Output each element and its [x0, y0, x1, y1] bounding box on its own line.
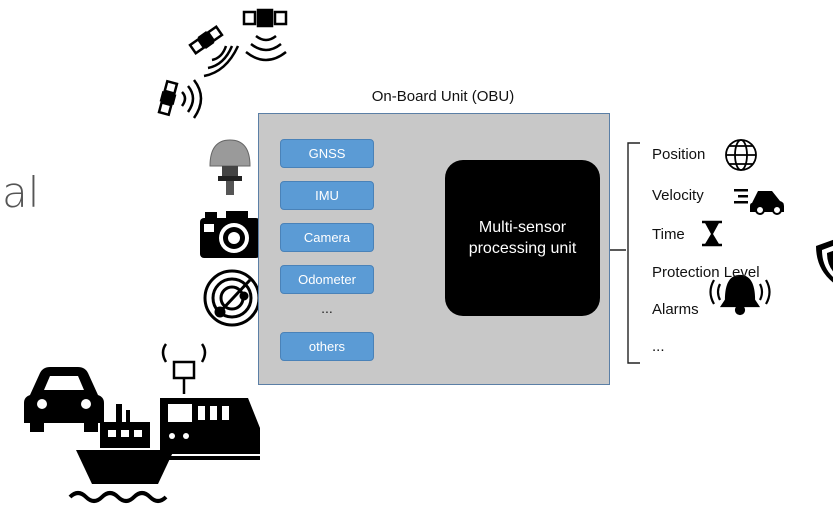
obu-title: On-Board Unit (OBU)	[371, 88, 515, 105]
speeding-car-icon	[734, 189, 784, 215]
output-bracket	[627, 142, 640, 364]
globe-icon	[725, 139, 757, 171]
sensor-imu: IMU	[280, 181, 374, 210]
train-icon	[154, 343, 260, 460]
output-velocity: Velocity	[652, 187, 704, 204]
satellite-icon	[242, 8, 288, 62]
processing-unit-line2: processing unit	[468, 240, 577, 257]
output-alarms: Alarms	[652, 301, 699, 318]
output-position: Position	[652, 146, 706, 163]
satellite-icon	[188, 24, 240, 78]
shield-icon	[816, 239, 833, 283]
car-icon	[24, 367, 104, 432]
gnss-antenna-icon	[209, 139, 251, 195]
sensor-ellipsis: ...	[321, 300, 333, 316]
hourglass-icon	[702, 220, 722, 247]
processing-unit-line1: Multi-sensor	[478, 219, 567, 236]
radar-icon	[203, 269, 261, 327]
output-time: Time	[652, 226, 685, 243]
output-ellipsis: ...	[652, 338, 665, 355]
alarm-bell-icon	[709, 274, 771, 316]
sensor-camera: Camera	[280, 223, 374, 252]
sensor-odometer: Odometer	[280, 265, 374, 294]
satellite-icon	[157, 79, 203, 119]
page-title-fragment: al	[2, 168, 40, 217]
sensor-others: others	[280, 332, 374, 361]
ship-icon	[68, 404, 174, 503]
processing-unit: Multi-sensor processing unit	[445, 160, 600, 316]
output-protection-level: Protection Level	[652, 264, 760, 281]
camera-icon	[200, 211, 260, 258]
sensor-gnss: GNSS	[280, 139, 374, 168]
